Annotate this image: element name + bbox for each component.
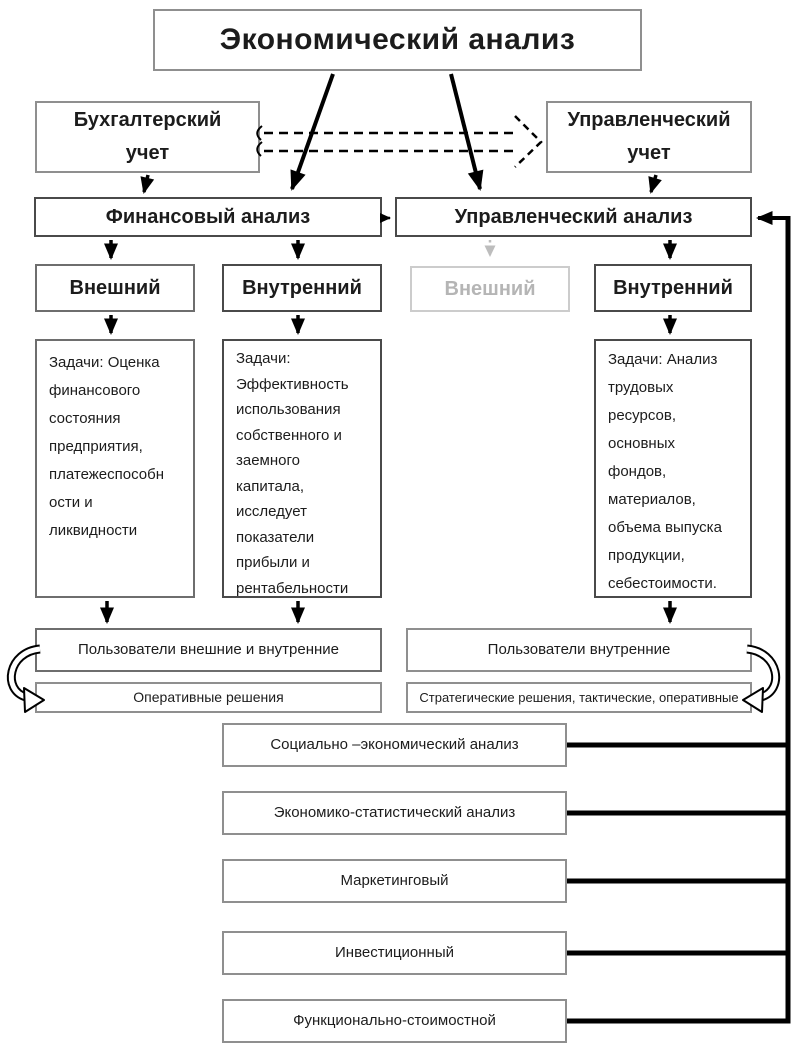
arrow-accounting-to-financial xyxy=(140,174,155,194)
feedback-line-types-to-managerial xyxy=(567,211,791,1024)
node-accounting: Бухгалтерский учет xyxy=(35,101,260,173)
node-fin-external: Внешний xyxy=(35,264,195,312)
node-fin-internal: Внутренний xyxy=(222,264,382,312)
arrow-mgr-accounting-to-mgr-analysis xyxy=(648,174,662,194)
node-economic-statistical-analysis: Экономико-статистический анализ xyxy=(222,791,567,835)
node-marketing-analysis: Маркетинговый xyxy=(222,859,567,903)
node-operational-decisions: Оперативные решения xyxy=(35,682,382,713)
node-users-external-internal: Пользователи внешние и внутренние xyxy=(35,628,382,672)
dashed-arrow-accounting-to-managerial-accounting xyxy=(256,115,543,168)
node-economic-analysis: Экономический анализ xyxy=(153,9,642,71)
arrow-title-to-financial xyxy=(290,73,335,191)
node-users-internal: Пользователи внутренние xyxy=(406,628,752,672)
node-strategic-decisions: Стратегические решения, тактические, опе… xyxy=(406,682,752,713)
node-mgr-internal-tasks: Задачи: Анализ трудовых ресурсов, основн… xyxy=(594,339,752,598)
node-mgr-internal: Внутренний xyxy=(594,264,752,312)
node-fin-internal-tasks: Задачи: Эффективность использования собс… xyxy=(222,339,382,598)
node-functional-cost-analysis: Функционально-стоимостной xyxy=(222,999,567,1043)
node-investment-analysis: Инвестиционный xyxy=(222,931,567,975)
node-fin-external-tasks: Задачи: Оценка финансового состояния пре… xyxy=(35,339,195,598)
node-financial-analysis: Финансовый анализ xyxy=(34,197,382,237)
node-managerial-accounting: Управленческий учет xyxy=(546,101,752,173)
node-socio-economic-analysis: Социально –экономический анализ xyxy=(222,723,567,767)
node-mgr-external: Внешний xyxy=(410,266,570,312)
arrow-title-to-managerial xyxy=(449,73,484,191)
node-managerial-analysis: Управленческий анализ xyxy=(395,197,752,237)
